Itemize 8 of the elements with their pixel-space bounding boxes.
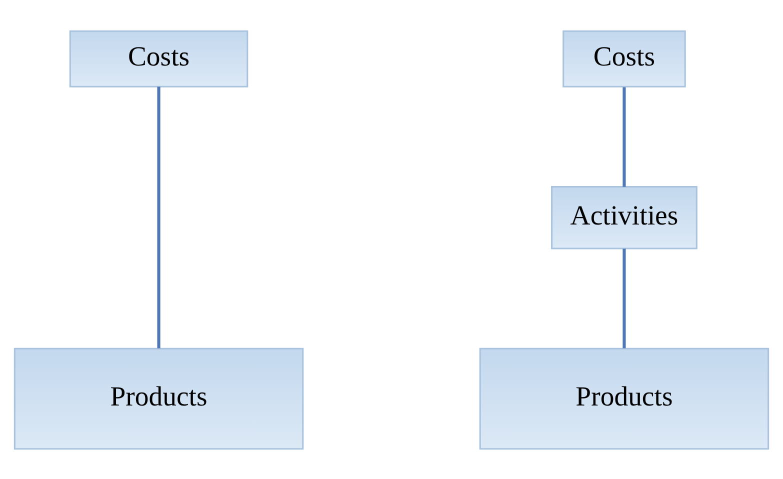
node-box: Activities xyxy=(551,186,698,249)
node-box: Products xyxy=(14,347,304,450)
node-box: Costs xyxy=(69,30,248,87)
connector xyxy=(622,86,626,186)
node-box: Costs xyxy=(562,30,686,87)
connector xyxy=(622,248,626,348)
connector xyxy=(157,86,160,348)
node-box: Products xyxy=(479,347,770,450)
